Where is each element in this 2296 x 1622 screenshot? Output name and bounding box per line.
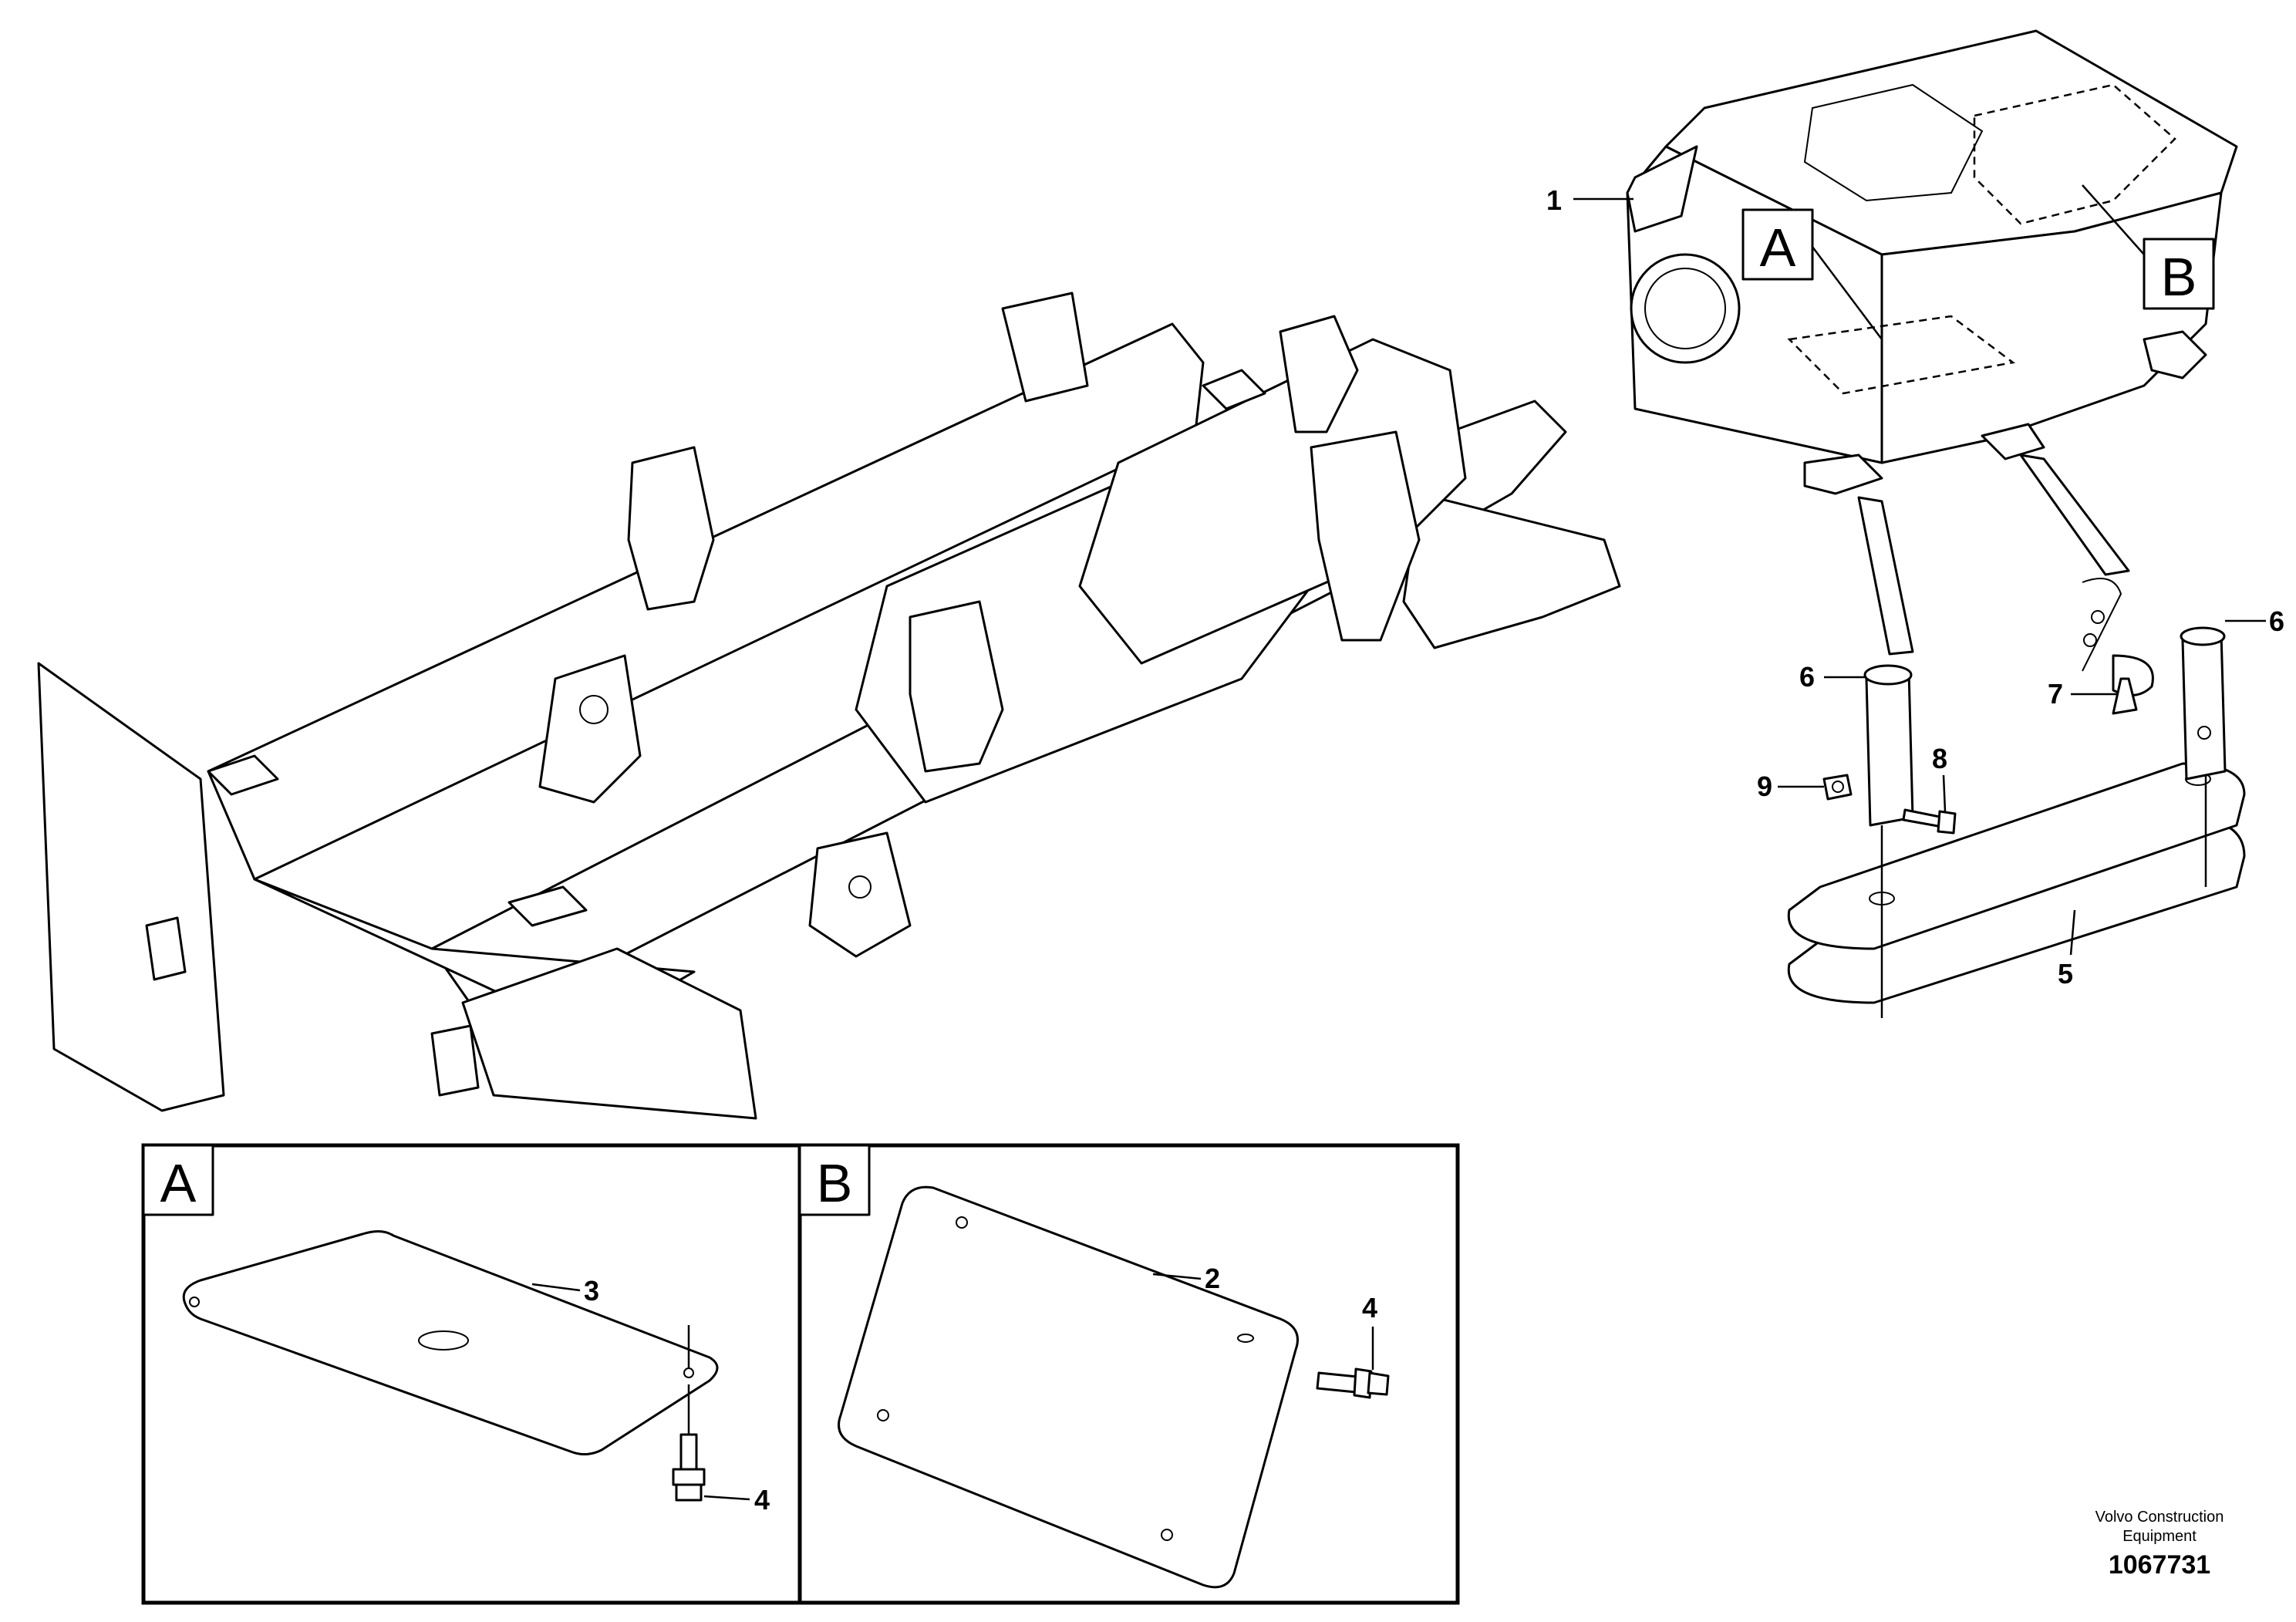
section-b-marker: B (2082, 184, 2215, 310)
bolt-4-a (672, 1384, 706, 1502)
bolt-4-b (1316, 1327, 1390, 1399)
callout-5: 5 (2058, 909, 2076, 990)
bolt-8 (1902, 808, 1957, 835)
chassis-frame (37, 292, 1621, 1120)
detail-a-letter: A (160, 1153, 197, 1213)
document-number: 1067731 (2109, 1550, 2210, 1580)
svg-text:8: 8 (1932, 743, 1947, 774)
svg-text:1: 1 (1546, 184, 1562, 216)
callout-9: 9 (1757, 771, 1824, 802)
section-a-marker: A (1741, 208, 1883, 340)
svg-text:6: 6 (1799, 661, 1815, 693)
detail-b-panel: B 2 4 (798, 1144, 1390, 1589)
callout-4-a: 4 (703, 1484, 770, 1516)
svg-text:4: 4 (1362, 1292, 1377, 1324)
cover-plate-3 (182, 1230, 719, 1455)
detail-a-panel: A 3 4 (142, 1144, 770, 1516)
cover-plate-2 (838, 1185, 1299, 1589)
company-name-line2: Equipment (2122, 1528, 2197, 1545)
callout-2: 2 (1152, 1263, 1220, 1294)
detail-b-letter: B (817, 1153, 853, 1213)
pin-right (2180, 626, 2227, 781)
svg-text:3: 3 (584, 1275, 599, 1307)
pin-left (1863, 664, 1914, 827)
callout-1: 1 (1546, 184, 1633, 216)
callout-4-b: 4 (1362, 1292, 1377, 1324)
callout-6-right: 6 (2225, 605, 2284, 637)
link-bar (1787, 740, 2246, 1018)
svg-text:2: 2 (1205, 1263, 1220, 1294)
callout-3: 3 (531, 1275, 599, 1307)
svg-text:9: 9 (1757, 771, 1772, 802)
callout-8: 8 (1932, 743, 1947, 812)
lock-pin-7 (2082, 578, 2154, 715)
section-b-letter: B (2161, 247, 2197, 307)
footer-block: Volvo Construction Equipment 1067731 (2095, 1509, 2224, 1580)
explode-wedge-right (2019, 454, 2130, 576)
callout-7: 7 (2048, 678, 2117, 710)
explode-wedge-left (1857, 496, 1914, 656)
nut-9 (1822, 774, 1853, 801)
svg-text:6: 6 (2269, 605, 2284, 637)
company-name-line1: Volvo Construction (2095, 1509, 2224, 1526)
svg-text:4: 4 (754, 1484, 770, 1516)
svg-text:7: 7 (2048, 678, 2063, 710)
svg-text:5: 5 (2058, 958, 2073, 990)
callout-6-left: 6 (1799, 661, 1866, 693)
section-a-letter: A (1760, 218, 1796, 278)
